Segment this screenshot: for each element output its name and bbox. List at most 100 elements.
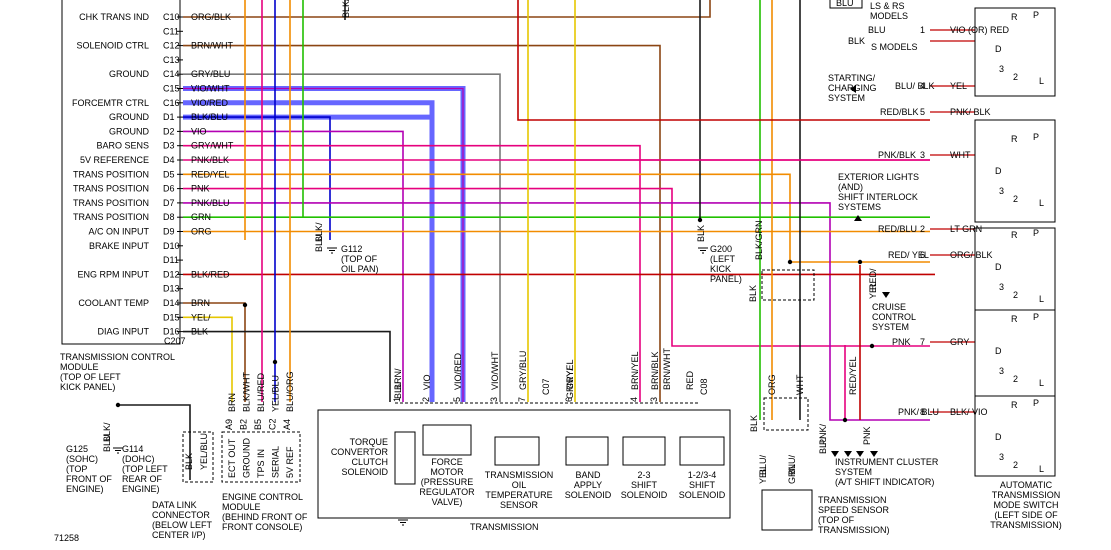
wire-org-blk — [183, 0, 711, 18]
switch-letter: R — [1011, 400, 1018, 410]
tcm-wire-color: VIO — [191, 126, 207, 136]
tcm-pin-function: GROUND — [109, 69, 149, 79]
trans-wire-label: GRY/ — [565, 368, 575, 390]
switch-right-wire: VIO (OR) RED — [950, 25, 1010, 35]
wire-label: YEL — [758, 467, 768, 484]
ecm-title: MODULE — [222, 502, 261, 512]
system-label: EXTERIOR LIGHTS — [838, 172, 919, 182]
switch-letter: 3 — [999, 186, 1004, 196]
mode-switch-label: TRANSMISSION) — [990, 520, 1062, 530]
ground-g200-label: (LEFT — [710, 254, 736, 264]
tcm-pin-id: C13 — [163, 55, 180, 65]
wire-label: PNK/ — [818, 423, 828, 445]
ground-g114-label: REAR OF — [122, 474, 163, 484]
component-label: TRANSMISSION — [485, 470, 554, 480]
wire-red-blk — [517, 0, 930, 121]
component-label: BAND — [575, 470, 601, 480]
switch-left-wire: PNK/BLK — [878, 150, 916, 160]
trans-pin: 6 — [564, 397, 574, 402]
tcm-wire-color: BLK/BLU — [191, 112, 228, 122]
system-label: SYSTEMS — [838, 202, 881, 212]
mode-switch-1 — [974, 7, 1056, 97]
wire-label: BLU — [818, 436, 828, 454]
ground-g125-label: G125 — [66, 444, 88, 454]
tcm-title: TRANSMISSION CONTROL — [60, 352, 175, 362]
trans-wire-label: BRN/ — [393, 368, 403, 390]
trans-pin: 3 — [649, 397, 659, 402]
switch-letter: P — [1033, 398, 1039, 408]
switch-right-wire: LT GRN — [950, 224, 982, 234]
speed-sensor-label: TRANSMISSION — [818, 495, 887, 505]
switch-right-wire: WHT — [950, 150, 971, 160]
wire-label: BLK/ — [102, 422, 112, 442]
switch-letter: P — [1033, 312, 1039, 322]
switch-letter: R — [1011, 134, 1018, 144]
wire-blk — [183, 330, 391, 402]
tcm-pin-function: GROUND — [109, 126, 149, 136]
wire-label: BLK/ — [314, 222, 324, 242]
switch-letter: L — [1039, 464, 1044, 474]
models-label: LS & RS — [870, 1, 905, 11]
ground-g200-label: G200 — [710, 244, 732, 254]
system-label: STARTING/ — [828, 73, 876, 83]
ecm-pin: A4 — [282, 419, 292, 430]
switch-letter: D — [995, 44, 1002, 54]
tcm-pin-id: C16 — [163, 98, 180, 108]
wire-pnk-blu — [183, 202, 930, 421]
tcm-pin-id: C12 — [163, 41, 180, 51]
switch-letter: D — [995, 166, 1002, 176]
switch-letter: L — [1039, 76, 1044, 86]
system-label: (A/T SHIFT INDICATOR) — [835, 477, 934, 487]
component-label: TORQUE — [350, 437, 388, 447]
wire-red-yel — [183, 173, 930, 263]
trans-wire-label: BRN/YEL — [630, 351, 640, 390]
component-label: REGULATOR — [419, 487, 475, 497]
mode-switch-2 — [974, 119, 1056, 223]
wire-label: BLK — [749, 415, 759, 432]
tcm-pin-function: TRANS POSITION — [73, 198, 149, 208]
switch-letter: 2 — [1013, 194, 1018, 204]
component-label: SOLENOID — [341, 467, 388, 477]
speed-sensor-label: TRANSMISSION) — [818, 525, 890, 535]
tcm-pin-id: C14 — [163, 69, 180, 79]
switch-letter: D — [995, 262, 1002, 272]
dlc-title: (BELOW LEFT — [152, 520, 213, 530]
system-label: (AND) — [838, 182, 863, 192]
tcm-pin-id: D5 — [163, 169, 175, 179]
tcm-title: KICK PANEL) — [60, 382, 115, 392]
switch-left-wire: PNK/ BLU — [898, 407, 939, 417]
ecm-wire: BRN — [227, 393, 237, 412]
ground-g125-label: FRONT OF — [66, 474, 112, 484]
figure-id: 71258 — [54, 533, 79, 543]
ecm-title: FRONT CONSOLE) — [222, 522, 302, 532]
arrow-icon — [850, 85, 856, 93]
tcm-pin-function: COOLANT TEMP — [78, 298, 149, 308]
band-apply-solenoid — [565, 436, 609, 466]
tcm-pin-id: D7 — [163, 198, 175, 208]
switch-pin: 4 — [920, 81, 925, 91]
tcm-pin-id: D6 — [163, 184, 175, 194]
speed-sensor-label: SPEED SENSOR — [818, 505, 890, 515]
transmission-title: TRANSMISSION — [470, 522, 539, 532]
ground-g200-label: KICK — [710, 264, 731, 274]
ecm-wire: BLU/RED — [256, 372, 266, 412]
tcm-pin-function: BARO SENS — [96, 141, 149, 151]
switch-right-wire: GRY — [950, 337, 969, 347]
tcm-wire-color: YEL/ — [191, 312, 211, 322]
speed-sensor-box — [761, 489, 813, 531]
models-label: S MODELS — [871, 42, 918, 52]
ecm-function: GROUND — [242, 438, 252, 478]
tcm-pin-id: D2 — [163, 126, 175, 136]
tcm-pin-function: BRAKE INPUT — [89, 241, 150, 251]
tcm-wire-color: VIO/RED — [191, 98, 229, 108]
dlc-title: CENTER I/P) — [152, 530, 206, 540]
switch-pin: 8 — [920, 407, 925, 417]
wire-label: BLK — [696, 225, 706, 242]
arrow-icon — [854, 215, 862, 221]
ecm-pin: C2 — [268, 418, 278, 430]
tcm-pin-function: CHK TRANS IND — [79, 12, 149, 22]
switch-letter: 2 — [1013, 72, 1018, 82]
tcm-pin-function: FORCEMTR CTRL — [72, 98, 149, 108]
component-label: APPLY — [574, 480, 602, 490]
connector-label: C08 — [699, 378, 709, 395]
